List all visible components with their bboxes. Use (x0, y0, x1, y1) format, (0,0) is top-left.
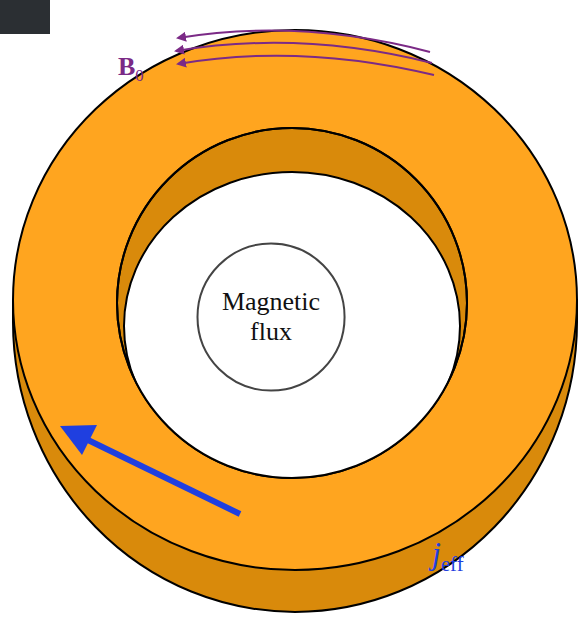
flux-circle: Magnetic flux (196, 242, 346, 392)
field-label: B0 (118, 52, 144, 86)
circle-shape (197, 243, 344, 390)
current-label: jeff (432, 535, 464, 576)
node-text: Magnetic flux (211, 287, 331, 347)
disc-top (13, 30, 577, 570)
field-lines (176, 31, 434, 75)
photo-corner (0, 0, 50, 34)
current-arrowhead (60, 425, 97, 455)
inner-edge (117, 128, 467, 478)
current-arrow (88, 440, 240, 514)
